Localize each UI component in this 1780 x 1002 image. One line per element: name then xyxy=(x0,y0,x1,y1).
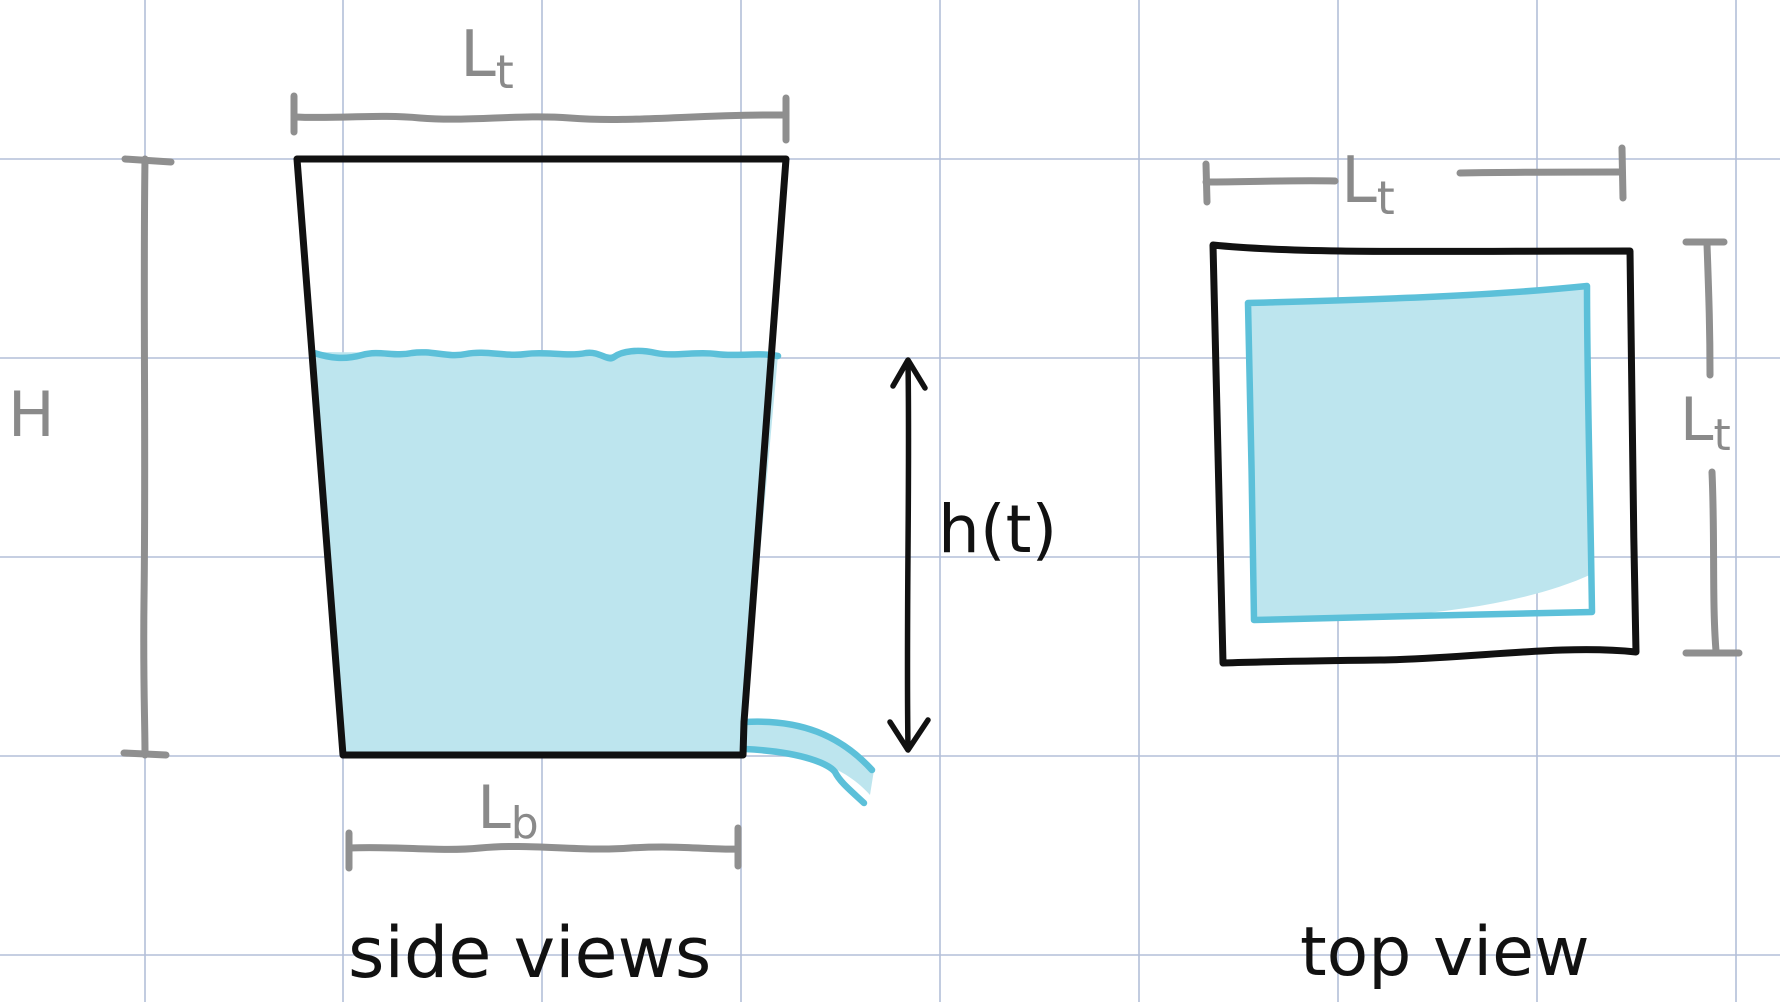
side-tank-outline xyxy=(293,155,790,759)
side-water-fill xyxy=(313,352,778,755)
top-water-fill xyxy=(1248,286,1592,620)
top-view: Lt Lt top view xyxy=(1202,144,1743,992)
side-bottom-width-label: Lb xyxy=(477,773,538,849)
side-view: Lt Lb H h(t) side views xyxy=(8,18,1057,994)
top-view-width-dimension: Lt xyxy=(1202,144,1627,225)
side-top-width-label: Lt xyxy=(460,18,514,99)
water-height-arrow xyxy=(904,358,912,751)
top-water-outline xyxy=(1244,282,1596,624)
top-view-depth-label: Lt xyxy=(1680,385,1731,461)
arrow-head-down xyxy=(887,717,931,753)
side-top-width-dimension: Lt xyxy=(290,18,790,144)
top-tank-outline xyxy=(1209,241,1640,667)
side-water-surface xyxy=(310,347,782,362)
water-height-dimension: h(t) xyxy=(887,357,1057,753)
tank-height-label: H xyxy=(8,378,55,451)
side-bottom-width-dimension: Lb xyxy=(345,773,742,872)
water-height-label: h(t) xyxy=(938,491,1057,568)
top-view-width-label: Lt xyxy=(1341,144,1395,225)
outflow-stream-fill xyxy=(744,722,874,795)
top-view-depth-dimension: Lt xyxy=(1680,238,1743,657)
outflow-stream-top xyxy=(741,718,876,774)
arrow-head-up xyxy=(890,357,928,391)
tank-height-dimension: H xyxy=(8,155,175,759)
outflow-stream-bottom xyxy=(741,745,868,807)
side-view-caption: side views xyxy=(348,912,711,994)
top-view-caption: top view xyxy=(1300,913,1590,992)
